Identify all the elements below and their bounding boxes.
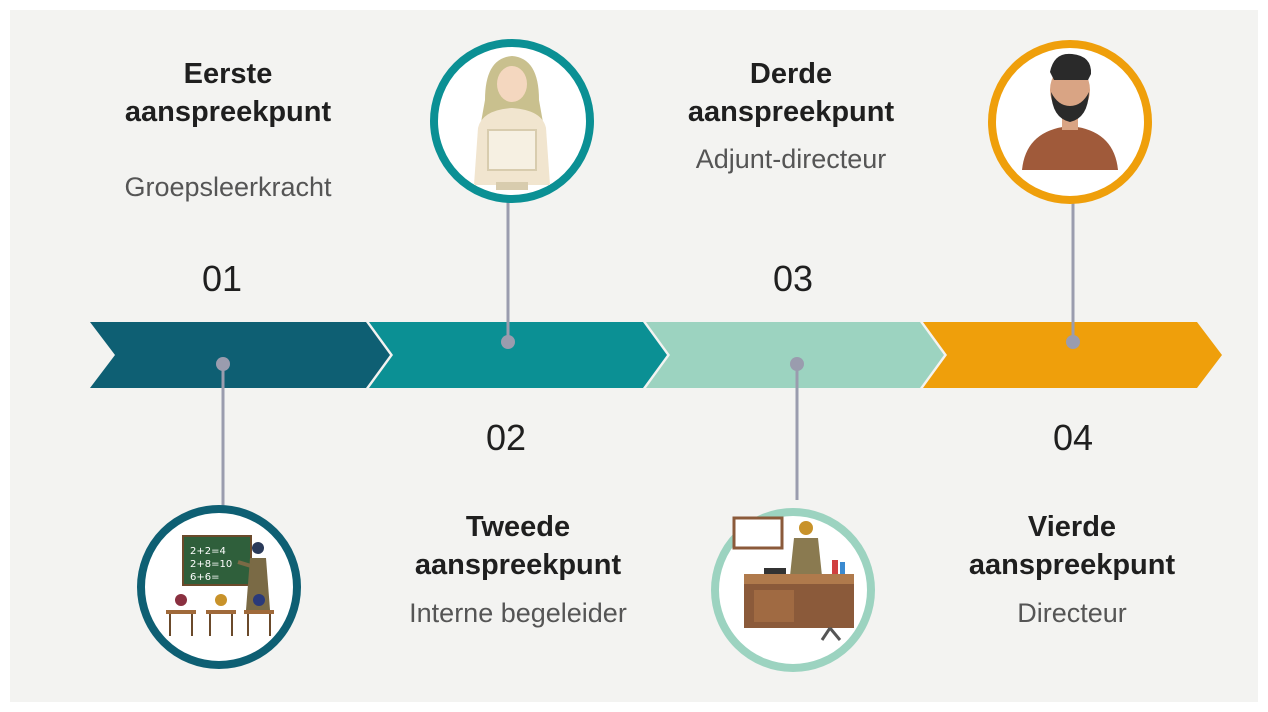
step-4-title-line2: aanspreekpunt (968, 549, 1176, 581)
step-3-title-line1: Derde (749, 58, 833, 90)
board-line-1: 2+2=4 (190, 546, 226, 557)
step-1-title-line2: aanspreekpunt (124, 96, 332, 128)
step-2-title-line2: aanspreekpunt (414, 549, 622, 581)
step-2-role: Interne begeleider (409, 598, 627, 628)
step-4-title: Vierde aanspreekpunt (942, 508, 1202, 584)
chevron-step-2 (369, 322, 667, 388)
timeline-canvas: 2+2=4 2+8=10 6+6= (10, 10, 1258, 702)
board-line-3: 6+6= (190, 572, 219, 583)
step-3-number: 03 (772, 258, 814, 299)
step-1-role: Groepsleerkracht (124, 172, 332, 202)
woman-at-desk-icon (711, 508, 875, 672)
connector-dot-4 (1066, 335, 1080, 349)
board-line-2: 2+8=10 (190, 559, 232, 570)
chevron-step-4 (923, 322, 1222, 388)
step-2-title-line1: Tweede (465, 511, 571, 543)
bearded-man-icon (988, 40, 1152, 204)
step-3-title: Derde aanspreekpunt (661, 55, 921, 131)
woman-hijab-icon (430, 39, 594, 203)
step-1-number: 01 (201, 258, 243, 299)
timeline-diagram: 2+2=4 2+8=10 6+6= (90, 39, 1222, 672)
step-2-title: Tweede aanspreekpunt (388, 508, 648, 584)
step-4-role: Directeur (1017, 598, 1127, 628)
connector-dot-3 (790, 357, 804, 371)
chevron-step-3 (646, 322, 944, 388)
teacher-classroom-icon: 2+2=4 2+8=10 6+6= (137, 505, 301, 669)
step-1-title: Eerste aanspreekpunt (98, 55, 358, 131)
step-3-title-line2: aanspreekpunt (687, 96, 895, 128)
step-1-title-line1: Eerste (183, 58, 273, 90)
connector-dot-1 (216, 357, 230, 371)
step-3-role: Adjunt-directeur (695, 144, 887, 174)
step-4-title-line1: Vierde (1027, 511, 1117, 543)
chevron-step-1 (90, 322, 390, 388)
step-2-number: 02 (485, 417, 527, 458)
connector-dot-2 (501, 335, 515, 349)
step-4-number: 04 (1052, 417, 1094, 458)
